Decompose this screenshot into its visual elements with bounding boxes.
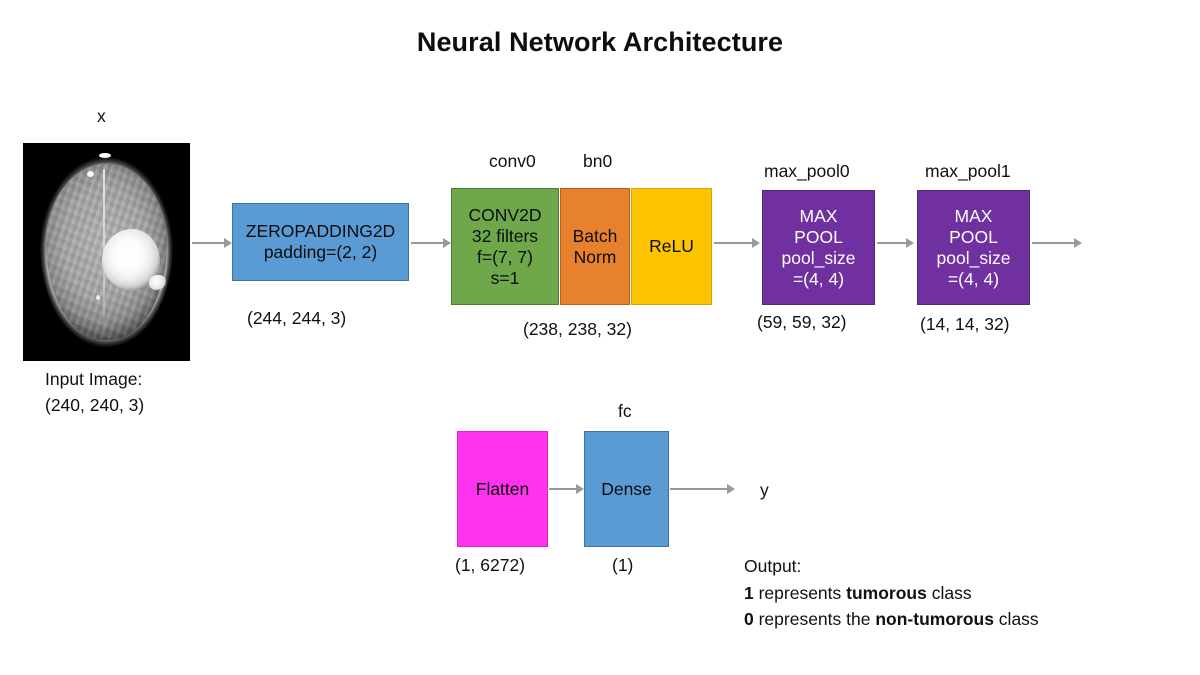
- block-line: =(4, 4): [792, 268, 845, 289]
- block-line: MAX: [954, 205, 993, 226]
- arrow-maxpool1-to-flatten: [1032, 238, 1084, 248]
- layer-name-max-pool0: max_pool0: [764, 161, 850, 181]
- block-line: s=1: [490, 267, 520, 288]
- arrow-dense-to-output: [670, 484, 736, 494]
- input-caption-line2: (240, 240, 3): [45, 395, 145, 415]
- block-conv2d[interactable]: CONV2D 32 filters f=(7, 7) s=1: [451, 188, 559, 305]
- layer-name-conv0: conv0: [489, 151, 536, 171]
- mri-tumor-spur: [149, 275, 166, 290]
- block-line: CONV2D: [468, 204, 542, 225]
- block-line: POOL: [949, 226, 998, 247]
- output-legend: Output: 1 represents tumorous class 0 re…: [744, 553, 1039, 633]
- block-line: Flatten: [475, 478, 530, 499]
- block-line: 32 filters: [471, 225, 539, 246]
- block-zeropadding2d[interactable]: ZEROPADDING2D padding=(2, 2): [232, 203, 409, 281]
- output-text: represents: [753, 582, 847, 603]
- output-digit-1: 1: [744, 582, 754, 603]
- arrow-input-to-zeropadding: [192, 238, 232, 248]
- block-line: Batch: [572, 225, 618, 246]
- block-relu[interactable]: ReLU: [631, 188, 712, 305]
- shape-dense: (1): [612, 555, 634, 575]
- output-legend-line-tumorous: 1 represents tumorous class: [744, 580, 1039, 607]
- arrow-flatten-to-dense: [549, 484, 585, 494]
- output-text: class: [993, 609, 1039, 630]
- layer-name-max-pool1: max_pool1: [925, 161, 1011, 181]
- arrow-relu-to-maxpool0: [714, 238, 762, 248]
- mri-bright-marker: [99, 153, 111, 158]
- shape-zeropadding2d: (244, 244, 3): [247, 308, 347, 328]
- output-class-non-tumorous: non-tumorous: [875, 609, 994, 630]
- block-line: padding=(2, 2): [263, 242, 378, 262]
- shape-conv-block: (238, 238, 32): [523, 319, 632, 339]
- block-line: Norm: [573, 246, 617, 267]
- output-tensor-label: y: [760, 480, 769, 500]
- mri-bright-marker: [96, 295, 100, 300]
- block-line: Dense: [601, 478, 652, 499]
- block-line: f=(7, 7): [477, 246, 533, 267]
- mri-bright-marker: [87, 171, 94, 177]
- block-line: pool_size: [936, 247, 1011, 268]
- block-flatten[interactable]: Flatten: [457, 431, 548, 547]
- output-digit-0: 0: [744, 609, 754, 630]
- input-tensor-label: x: [97, 106, 106, 126]
- block-max-pool1[interactable]: MAX POOL pool_size =(4, 4): [917, 190, 1030, 305]
- arrow-zeropadding-to-conv: [411, 238, 453, 248]
- block-dense[interactable]: Dense: [584, 431, 669, 547]
- block-batchnorm[interactable]: Batch Norm: [560, 188, 630, 305]
- shape-flatten: (1, 6272): [455, 555, 526, 575]
- shape-max-pool1: (14, 14, 32): [920, 314, 1010, 334]
- output-class-tumorous: tumorous: [846, 582, 927, 603]
- brain-mri-axial-scan: [23, 143, 190, 361]
- block-line: =(4, 4): [947, 268, 1000, 289]
- output-text: class: [926, 582, 972, 603]
- layer-name-fc: fc: [618, 401, 632, 421]
- output-legend-heading: Output:: [744, 556, 802, 576]
- block-line: pool_size: [781, 247, 856, 268]
- block-max-pool0[interactable]: MAX POOL pool_size =(4, 4): [762, 190, 875, 305]
- page-title: Neural Network Architecture: [416, 27, 784, 57]
- output-text: represents the: [753, 609, 876, 630]
- block-line: POOL: [794, 226, 843, 247]
- block-line: ReLU: [649, 236, 694, 256]
- layer-name-bn0: bn0: [583, 151, 613, 171]
- shape-max-pool0: (59, 59, 32): [757, 312, 847, 332]
- output-legend-line-non-tumorous: 0 represents the non-tumorous class: [744, 606, 1039, 633]
- block-line: MAX: [799, 205, 838, 226]
- block-line: ZEROPADDING2D: [245, 221, 396, 241]
- input-caption-line1: Input Image:: [45, 369, 143, 389]
- arrow-maxpool0-to-maxpool1: [877, 238, 915, 248]
